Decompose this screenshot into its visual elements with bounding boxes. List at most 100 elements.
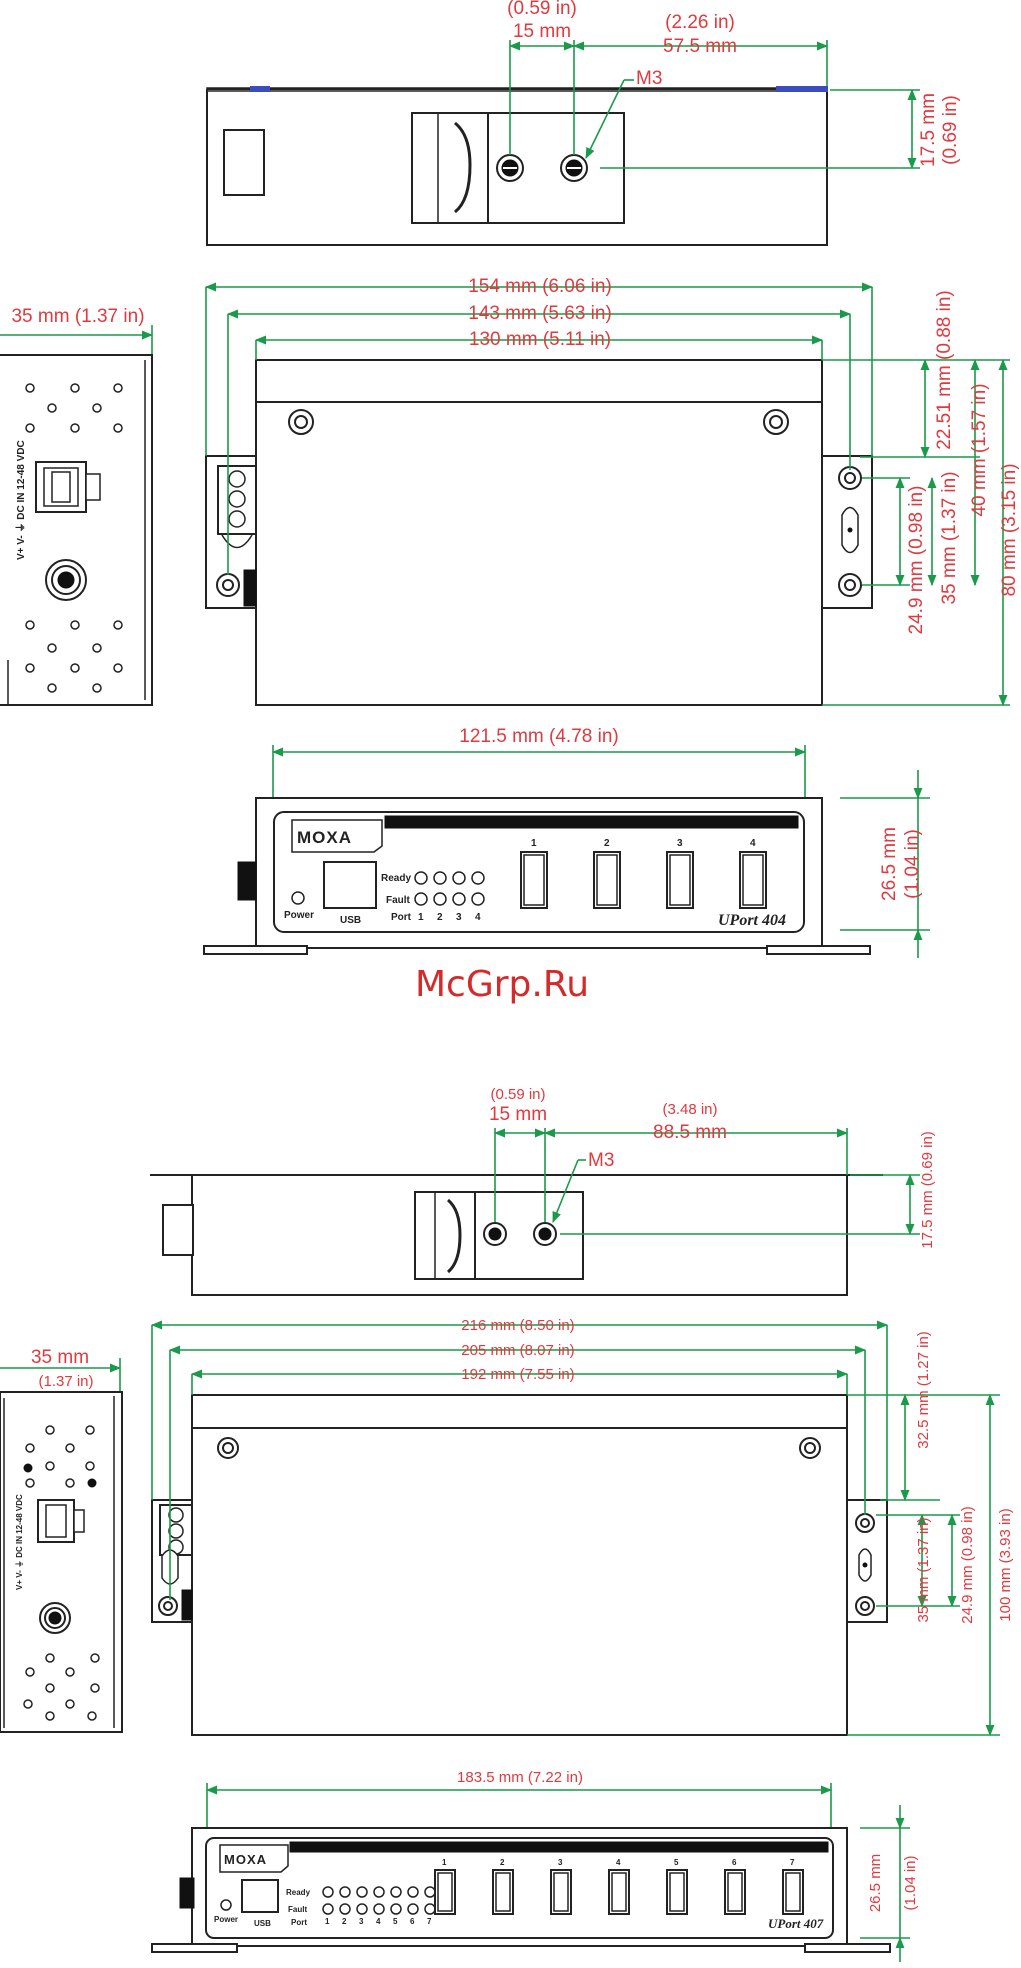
uport407-port-num-2: 2: [500, 1858, 505, 1867]
uport404-top-screw-1: [496, 154, 524, 182]
uport407-model: UPort 407: [768, 1916, 824, 1931]
uport407-led-num-4: 4: [376, 1917, 381, 1926]
uport404-port-num-1: 1: [531, 838, 537, 849]
uport407-fault-led-3: [356, 1903, 368, 1915]
uport404-dim-143: 143 mm (5.63 in): [468, 303, 612, 324]
uport404-dim-130: 130 mm (5.11 in): [469, 329, 611, 350]
uport407-fault-led-2: [339, 1903, 351, 1915]
uport407-port-num-1: 1: [442, 1858, 447, 1867]
uport407-dim-104: (1.04 in): [902, 1855, 919, 1910]
uport407-led-num-2: 2: [342, 1917, 347, 1926]
uport407-port-label: Port: [291, 1918, 307, 1927]
uport404-led-num-4: 4: [475, 912, 481, 923]
uport404-ready-led-4: [471, 871, 485, 885]
uport404-dim-249: 24.9 mm (0.98 in): [906, 486, 927, 635]
uport407-power-led: [220, 1899, 232, 1911]
uport404-fault-label: Fault: [386, 895, 411, 906]
uport404-side-vent-bottom: [25, 620, 123, 693]
uport407-dim-1835: 183.5 mm (7.22 in): [457, 1769, 583, 1786]
uport404-port-label: Port: [391, 912, 412, 923]
uport407-screw-label: M3: [588, 1150, 614, 1171]
uport404-dim-2251: 22.51 mm (0.88 in): [934, 290, 955, 449]
uport407-port-num-6: 6: [732, 1858, 737, 1867]
uport404-fault-led-3: [452, 892, 466, 906]
uport404-power-label: Power: [284, 910, 314, 921]
uport404-led-num-1: 1: [418, 912, 424, 923]
uport404-dim-15mm: 15 mm: [513, 21, 571, 42]
uport404-usb-label: USB: [340, 915, 361, 926]
uport404-port-num-2: 2: [604, 838, 610, 849]
uport404-fault-led-4: [471, 892, 485, 906]
uport407-port-num-4: 4: [616, 1858, 621, 1867]
uport407-drawing: (0.59 in) 15 mm (3.48 in) 88.5 mm M3 17.…: [0, 1086, 1014, 1962]
uport407-usb-label: USB: [254, 1919, 271, 1928]
uport404-drawing: (0.59 in) 15 mm (2.26 in) 57.5 mm M3 17.…: [0, 0, 1020, 958]
uport404-side-view: 35 mm (1.37 in) V+ V- ⏚ DC IN 12-48 VDC: [0, 306, 154, 706]
uport404-dim-226in: (2.26 in): [665, 12, 735, 33]
uport407-dim-348in: (3.48 in): [662, 1101, 717, 1118]
uport407-serial-port-inner-1: [437, 1872, 453, 1912]
uport407-power-label: Power: [214, 1915, 238, 1924]
uport407-ready-led-3: [356, 1886, 368, 1898]
uport404-side-width: 35 mm (1.37 in): [11, 306, 144, 327]
uport407-ready-led-6: [407, 1886, 419, 1898]
uport404-serial-port-inner-1: [523, 854, 545, 906]
uport407-serial-port-inner-4: [611, 1872, 627, 1912]
uport407-usb-port: [241, 1879, 279, 1913]
uport404-ready-led-2: [433, 871, 447, 885]
uport404-screw-label: M3: [636, 68, 662, 89]
uport407-dim-100: 100 mm (3.93 in): [997, 1508, 1014, 1621]
uport407-dc-jack: [39, 1602, 71, 1634]
uport404-dim-40: 40 mm (1.57 in): [969, 383, 990, 516]
uport407-ready-led-1: [322, 1886, 334, 1898]
uport407-dim-205: 205 mm (8.07 in): [461, 1342, 574, 1359]
uport404-port-num-4: 4: [750, 838, 756, 849]
uport407-dim-192: 192 mm (7.55 in): [461, 1366, 574, 1383]
uport404-dc-jack: [45, 559, 87, 601]
uport404-serial-port-inner-2: [596, 854, 618, 906]
uport407-dim-059in: (0.59 in): [490, 1086, 545, 1103]
uport404-plan-view: 154 mm (6.06 in) 143 mm (5.63 in) 130 mm…: [204, 276, 1020, 707]
uport404-serial-port-inner-3: [669, 854, 691, 906]
uport407-dim-216: 216 mm (8.50 in): [461, 1317, 574, 1334]
uport407-port-num-5: 5: [674, 1858, 679, 1867]
uport407-top-view: (0.59 in) 15 mm (3.48 in) 88.5 mm M3 17.…: [150, 1086, 936, 1296]
uport407-ready-led-4: [373, 1886, 385, 1898]
uport407-side-vent-bottom: [23, 1653, 100, 1721]
uport407-side-view: 35 mm (1.37 in) V+ V- ⏚ DC IN 12-48 VDC: [0, 1347, 123, 1733]
uport404-dim-1215: 121.5 mm (4.78 in): [459, 726, 618, 747]
uport407-dim-35: 35 mm (1.37 in): [915, 1517, 932, 1622]
uport404-dim-575mm: 57.5 mm: [663, 36, 737, 57]
uport407-fault-led-6: [407, 1903, 419, 1915]
uport407-plan-view: 216 mm (8.50 in) 205 mm (8.07 in) 192 mm…: [150, 1317, 1014, 1737]
uport404-model: UPort 404: [718, 912, 786, 929]
uport404-brand: MOXA: [297, 828, 352, 847]
uport404-fault-led-2: [433, 892, 447, 906]
uport404-dim-80: 80 mm (3.15 in): [999, 463, 1020, 596]
uport404-serial-ports: 1 2 3 4: [520, 838, 767, 909]
uport407-fault-led-4: [373, 1903, 385, 1915]
uport407-dim-175: 17.5 mm (0.69 in): [919, 1131, 936, 1249]
uport404-fault-led-1: [414, 892, 428, 906]
uport404-side-vent-top: [25, 383, 123, 433]
uport404-top-screw-2: [560, 154, 588, 182]
uport404-dim-069in: (0.69 in): [940, 95, 961, 165]
uport404-led-num-2: 2: [437, 912, 443, 923]
uport404-dim-104: (1.04 in): [902, 829, 923, 899]
uport407-serial-port-inner-6: [727, 1872, 743, 1912]
uport407-dim-265: 26.5 mm: [867, 1854, 884, 1912]
uport407-led-num-6: 6: [410, 1917, 415, 1926]
uport407-brand: MOXA: [224, 1852, 267, 1867]
uport404-dim-154: 154 mm (6.06 in): [468, 276, 612, 297]
uport404-serial-port-inner-4: [742, 854, 764, 906]
uport404-port-num-3: 3: [677, 838, 683, 849]
uport407-serial-port-inner-5: [669, 1872, 685, 1912]
uport407-side-dim-35: 35 mm: [31, 1347, 89, 1368]
uport407-dim-15mm: 15 mm: [489, 1104, 547, 1125]
uport407-terminal-block: [37, 1499, 85, 1543]
uport407-port-num-3: 3: [558, 1858, 563, 1867]
